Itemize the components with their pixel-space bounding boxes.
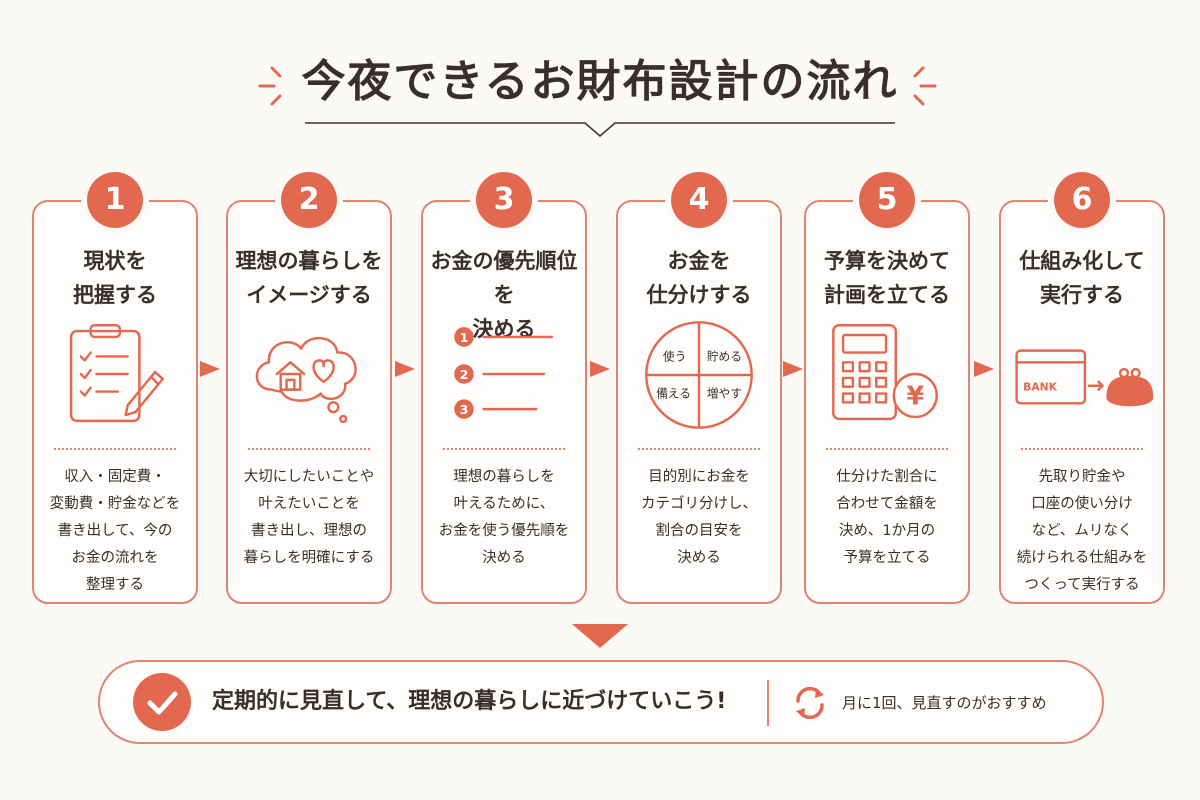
- step-description: 理想の暮らしを 叶えるために、 お金を使う優先順を 決める: [438, 469, 570, 566]
- step-card-2: 理想の暮らしを イメージする 大切にしたいことや 叶えたいことを 書き出し、理想…: [226, 200, 392, 604]
- page-title: 今夜できるお財布設計の流れ: [301, 56, 899, 107]
- arrow-right-icon: [974, 361, 994, 377]
- step-title: 予算を決めて 計画を立てる: [824, 249, 950, 307]
- quadrant-label: 貯める: [707, 349, 742, 363]
- divider: [826, 448, 948, 450]
- bank-card-label: BANK: [1023, 381, 1057, 394]
- step-number-badge: 6: [1054, 172, 1110, 228]
- step-card-6: 仕組み化して 実行する BANK 先取り貯金や 口座の使い分け など、ムリなく …: [999, 200, 1165, 604]
- step-number-badge: 5: [859, 172, 915, 228]
- check-icon: [133, 673, 191, 731]
- step-description: 仕分けた割合に 合わせて金額を 決め、1か月の 予算を立てる: [836, 469, 938, 566]
- step-number-badge: 3: [476, 172, 532, 228]
- step-description: 大切にしたいことや 叶えたいことを 書き出し、理想の 暮らしを明確にする: [243, 469, 375, 566]
- clipboard-icon: [69, 324, 165, 423]
- arrow-right-icon: [783, 361, 803, 377]
- step-description: 目的別にお金を カテゴリ分けし、 割合の目安を 決める: [641, 469, 757, 566]
- quadrant-label: 増やす: [707, 386, 742, 400]
- quadrant-label: 使う: [663, 349, 686, 363]
- step-title: 理想の暮らしを イメージする: [235, 249, 383, 307]
- list-number: 3: [460, 402, 469, 417]
- divider: [767, 680, 769, 726]
- divider: [1021, 448, 1143, 450]
- bank-card-wallet-icon: BANK: [1015, 349, 1154, 407]
- review-note: 月に1回、見直すのがおすすめ: [842, 694, 1047, 712]
- arrow-right-icon: [200, 361, 220, 377]
- cycle-icon: [796, 686, 824, 720]
- numbered-list-icon: 1 2 3: [454, 327, 554, 419]
- step-card-4: お金を 仕分けする 使う 貯める 備える 増やす 目的別にお金を カテゴリ分けし…: [616, 200, 782, 604]
- step-description: 先取り貯金や 口座の使い分け など、ムリなく 続けられる仕組みを つくって実行す…: [1016, 469, 1148, 593]
- list-number: 1: [460, 330, 469, 345]
- step-card-3: お金の優先順位を 決める 1 2 3 理想の暮らしを 叶えるために、 お金を使う…: [421, 200, 587, 604]
- quadrant-circle-icon: 使う 貯める 備える 増やす: [645, 321, 753, 429]
- yen-symbol: ¥: [906, 380, 924, 410]
- step-title: お金を 仕分けする: [646, 249, 752, 307]
- step-card-1: 現状を 把握する 収入・固定費・ 変動費・貯金などを 書き出して、今の お金の流…: [32, 200, 198, 604]
- list-number: 2: [460, 367, 469, 382]
- thought-bubble-icon: [255, 336, 357, 424]
- review-banner: [98, 660, 1104, 744]
- step-title: 仕組み化して 実行する: [1019, 249, 1145, 307]
- step-title: 現状を 把握する: [73, 249, 157, 307]
- step-number-badge: 4: [671, 172, 727, 228]
- divider: [443, 448, 565, 450]
- divider: [638, 448, 760, 450]
- arrow-down-icon: [572, 624, 628, 648]
- arrow-right-icon: [395, 361, 415, 377]
- divider: [248, 448, 370, 450]
- header: 今夜できるお財布設計の流れ: [0, 52, 1200, 112]
- step-card-5: 予算を決めて 計画を立てる ¥ 仕分けた割合に 合わせて金額を 決め、1か月の …: [804, 200, 970, 604]
- sparkle-right-icon: [913, 66, 937, 106]
- step-number-badge: 2: [281, 172, 337, 228]
- divider: [54, 448, 176, 450]
- step-number-badge: 1: [87, 172, 143, 228]
- review-message: 定期的に見直して、理想の暮らしに近づけていこう!: [212, 689, 727, 714]
- sparkle-left-icon: [258, 66, 282, 106]
- quadrant-label: 備える: [656, 386, 691, 400]
- calculator-icon: ¥: [832, 324, 938, 421]
- step-description: 収入・固定費・ 変動費・貯金などを 書き出して、今の お金の流れを 整理する: [49, 469, 181, 593]
- arrow-right-icon: [590, 361, 610, 377]
- title-underline: [305, 122, 895, 137]
- step-title: お金の優先順位を 決める: [430, 249, 578, 341]
